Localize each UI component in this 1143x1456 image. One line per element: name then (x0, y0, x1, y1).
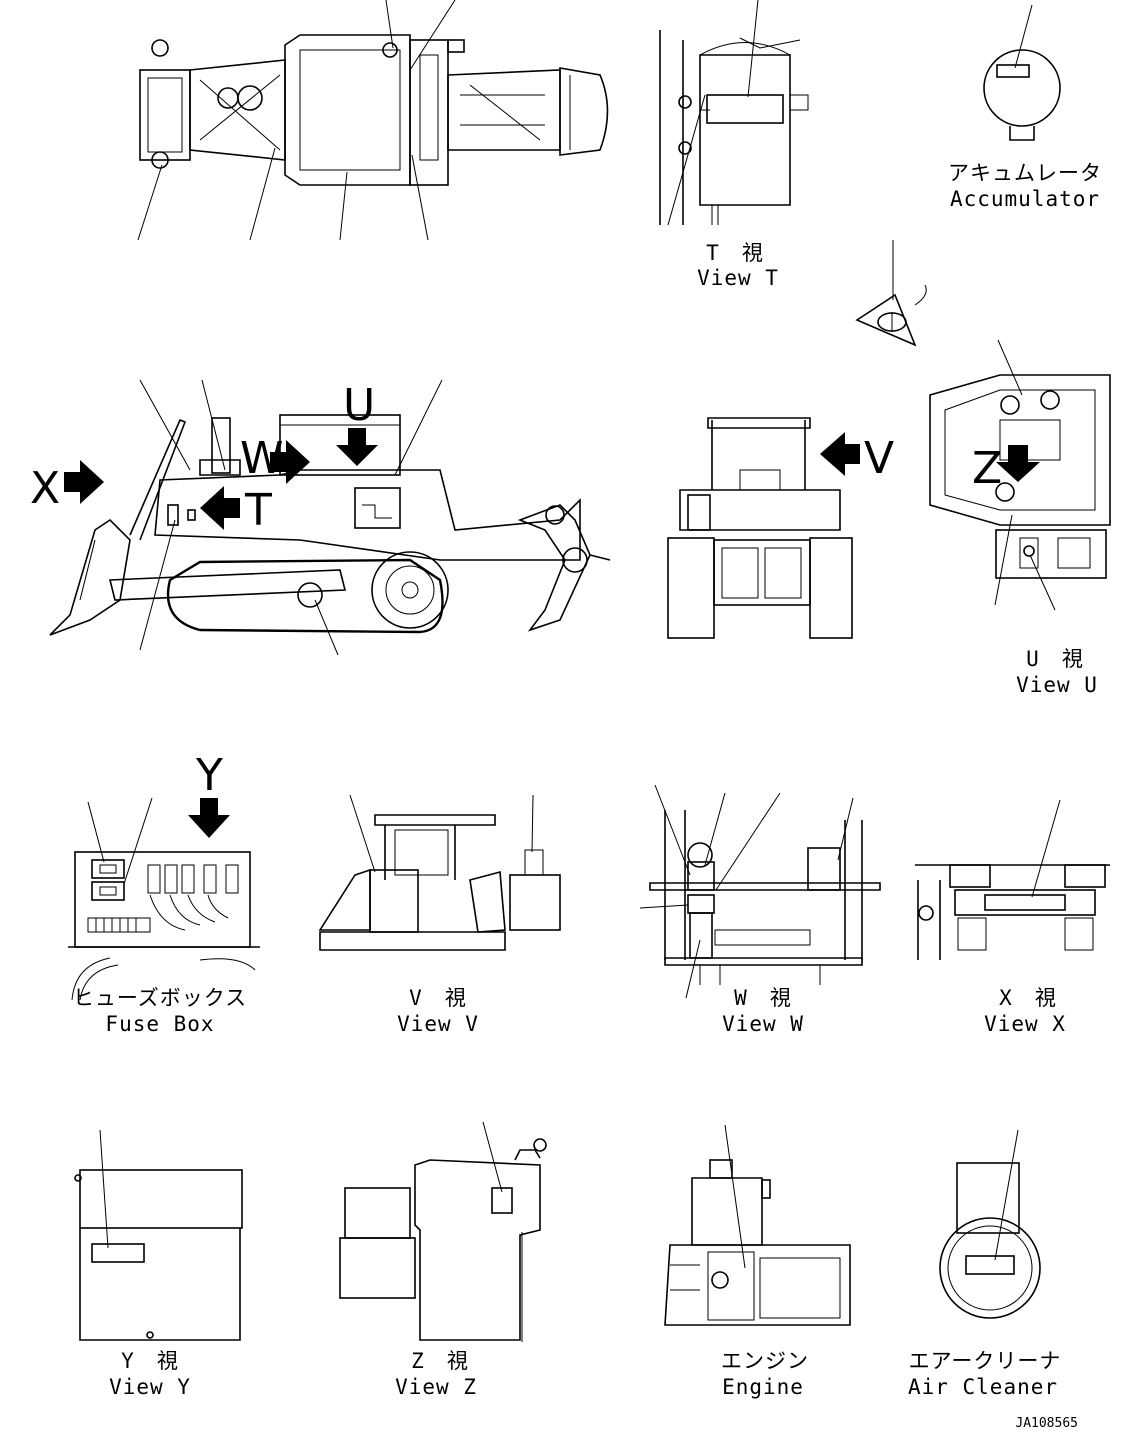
arrow-letter-u: U (343, 380, 375, 431)
view-u-label-en: View U (1016, 673, 1098, 697)
view-u-arrow-icon (336, 428, 378, 466)
engine-label-jp: エンジン (721, 1349, 809, 1373)
accumulator-label-en: Accumulator (950, 187, 1100, 211)
fuse-box-label-en: Fuse Box (105, 1012, 214, 1036)
view-y-label-jp: Y 視 (121, 1349, 179, 1373)
view-w-label-en: View W (722, 1012, 804, 1036)
view-w-label-jp: W 視 (734, 986, 792, 1010)
view-z-label-jp: Z 視 (411, 1349, 469, 1373)
view-v-label-jp: V 視 (409, 986, 467, 1010)
view-x-arrow-icon (64, 460, 104, 504)
view-z-arrow-icon (996, 445, 1040, 482)
air-cleaner-label-en: Air Cleaner (908, 1375, 1058, 1399)
accumulator-label-jp: アキュムレータ (948, 161, 1102, 185)
view-w-arrow-icon (270, 440, 310, 484)
fuse-row (147, 864, 239, 894)
top-view-drawing (137, 0, 609, 241)
view-t-drawing: T 視 View T (659, 0, 809, 290)
view-y-drawing: Y 視 View Y (74, 1129, 243, 1399)
air-cleaner-drawing: エアークリーナ Air Cleaner (908, 1129, 1062, 1399)
air-cleaner-label-jp: エアークリーナ (909, 1349, 1062, 1373)
view-z-label-en: View Z (395, 1375, 477, 1399)
rear-view-drawing: V (667, 417, 894, 639)
view-u-label-jp: U 視 (1026, 647, 1084, 671)
engine-drawing: エンジン Engine (664, 1124, 851, 1399)
view-x-label-en: View X (984, 1012, 1066, 1036)
terminal-strip (87, 917, 151, 933)
drawing-number: JA108565 (1015, 1416, 1078, 1431)
arrow-letter-v: V (864, 433, 894, 484)
arrow-letter-y: Y (195, 750, 223, 801)
view-v-arrow-icon (820, 432, 860, 476)
view-t-label-en: View T (697, 266, 779, 290)
arrow-letter-z: Z (972, 443, 1002, 494)
view-y-arrow-icon (188, 798, 230, 838)
view-y-label-en: View Y (109, 1375, 191, 1399)
accumulator-drawing: アキュムレータ Accumulator (948, 4, 1102, 211)
view-x-label-jp: X 視 (999, 986, 1057, 1010)
view-u-drawing: Z U 視 View U (929, 339, 1111, 697)
view-v-drawing: V 視 View V (318, 794, 561, 1036)
view-x-drawing: X 視 View X (915, 799, 1110, 1036)
arrow-letter-t: T (244, 485, 272, 536)
view-t-arrow-icon (200, 486, 240, 530)
view-t-label-jp: T 視 (706, 241, 764, 265)
decal-plate-drawing (855, 240, 927, 347)
view-v-label-en: View V (397, 1012, 479, 1036)
arrow-letter-x: X (30, 463, 60, 514)
engine-label-en: Engine (722, 1375, 804, 1399)
fuse-box-label-jp: ヒューズボックス (73, 986, 247, 1010)
view-w-drawing: W 視 View W (639, 784, 881, 1036)
fuse-box-drawing: Y ヒューズボックス Fuse Box (68, 750, 260, 1036)
side-view-drawing: X W T U (30, 379, 611, 656)
view-z-drawing: Z 視 View Z (339, 1121, 547, 1399)
